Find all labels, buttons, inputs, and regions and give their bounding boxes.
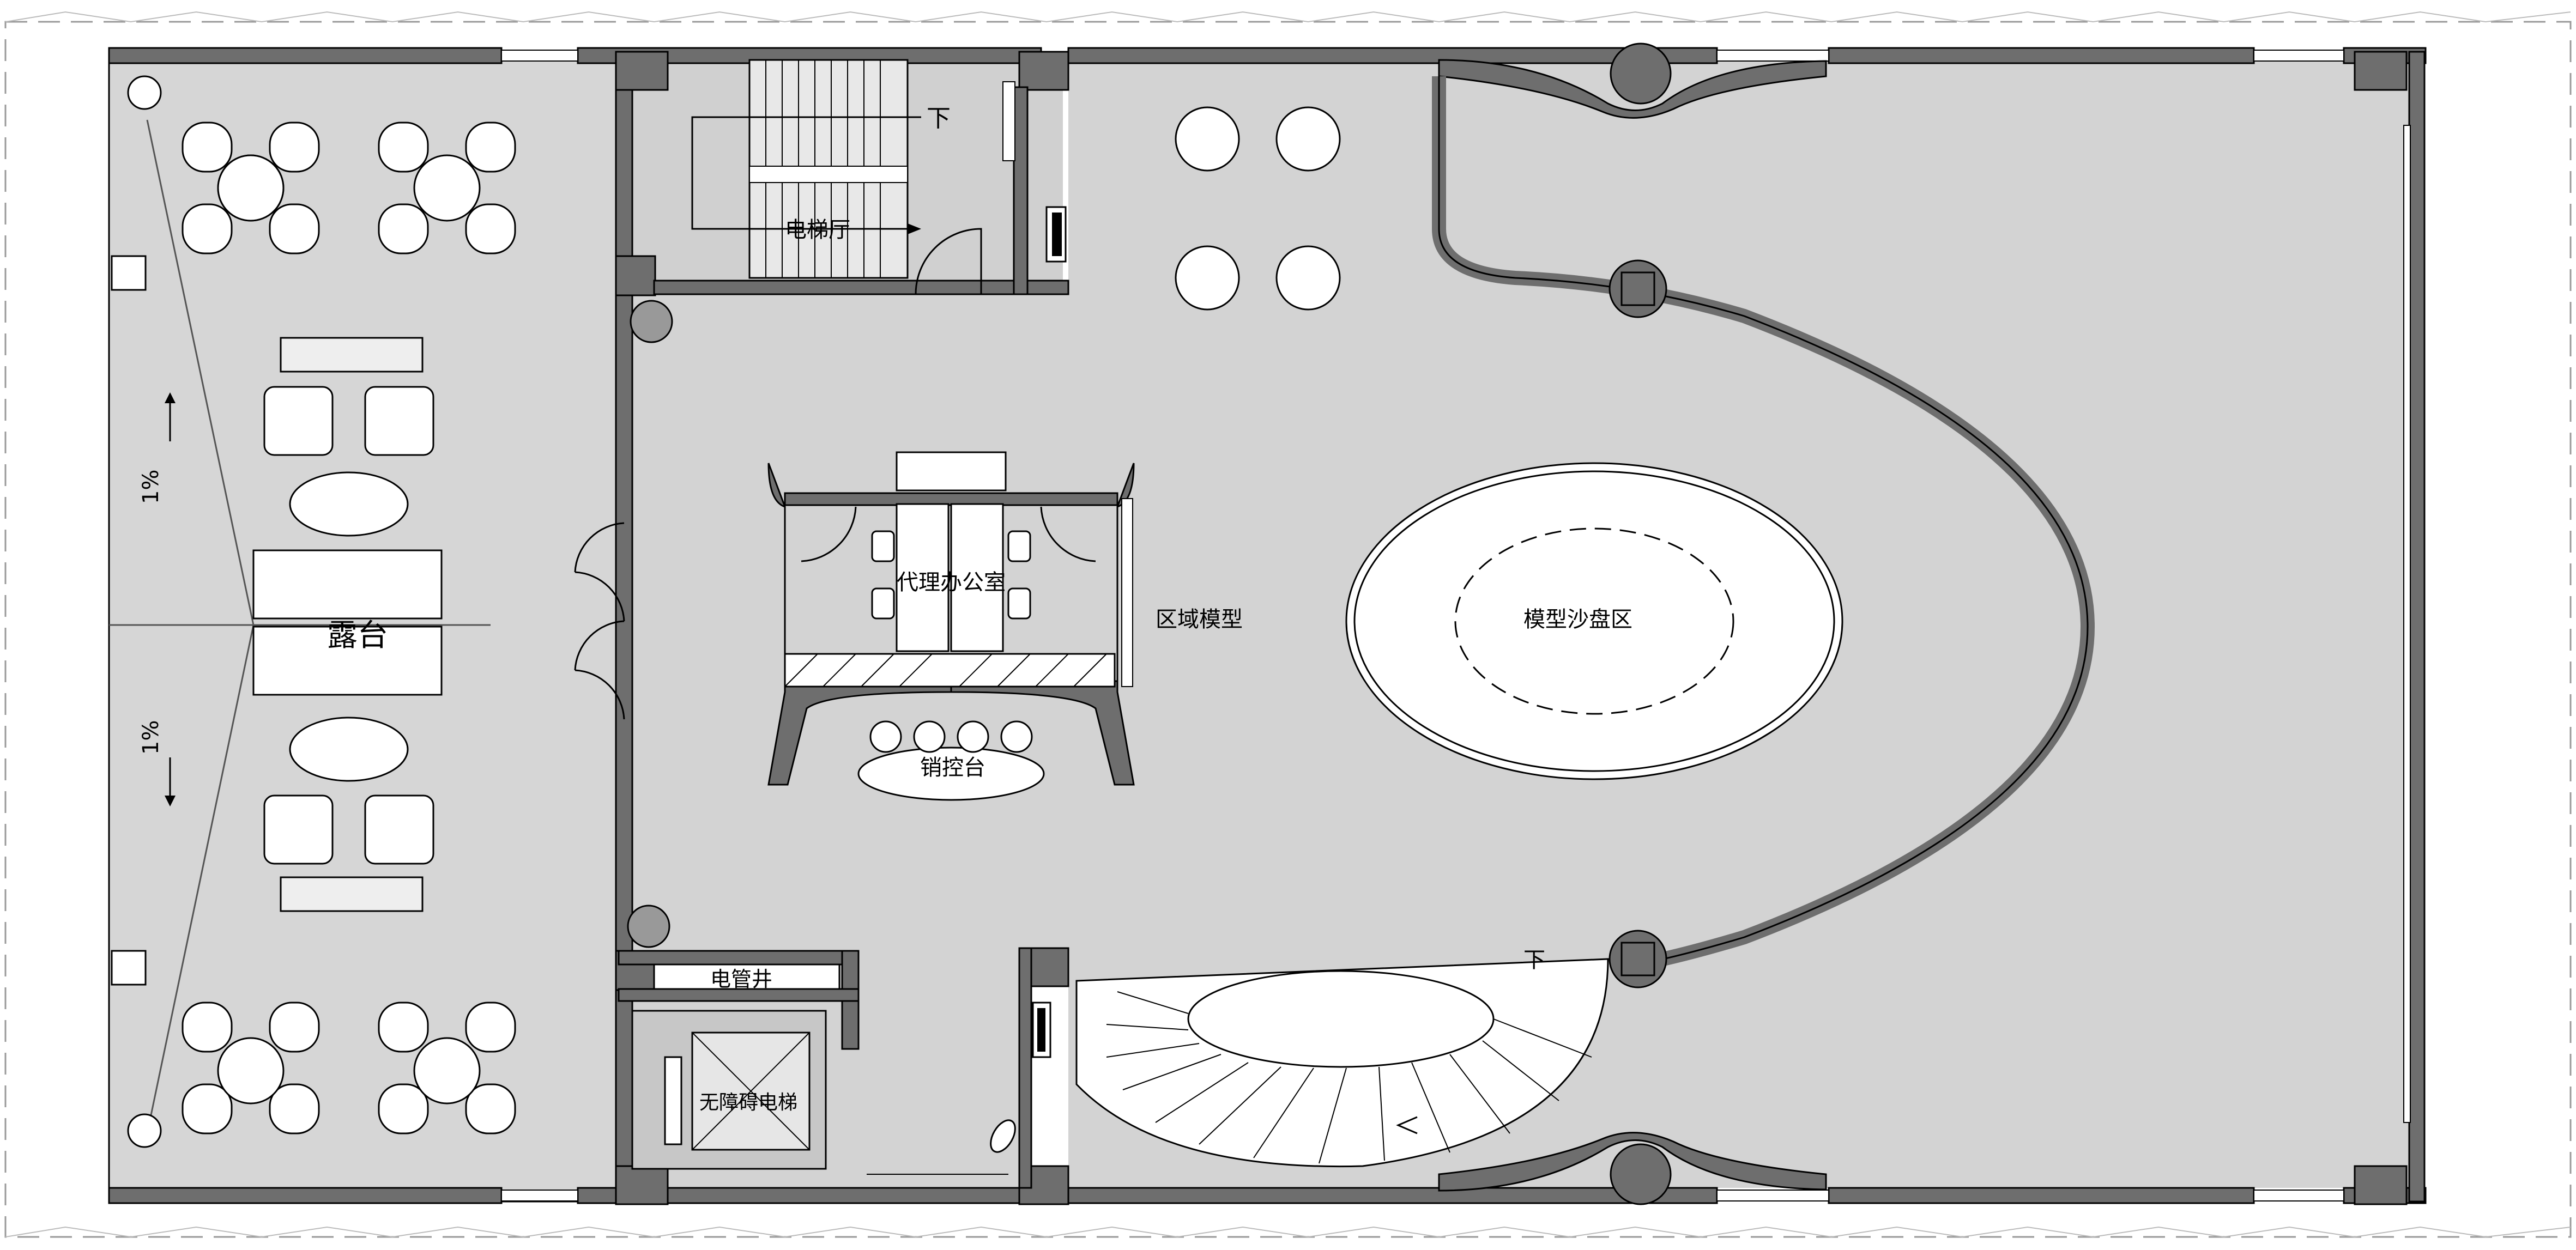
round-table [1175,245,1240,311]
agent-office-label: 代理办公室 [897,570,1006,595]
terrace-label: 露台 [327,618,388,653]
terrace-table-set-tr [378,122,516,254]
round-table [1175,106,1240,172]
zigzag-edges [5,11,2571,1238]
windows [501,50,2411,1202]
slope-label-bottom: 1% [138,720,164,755]
plants [127,75,673,1148]
area-model-label: 区域模型 [1156,607,1243,632]
round-tables [1175,106,1341,311]
elevator-hall-label: 电梯厅 [785,217,850,242]
slope-label-top: 1% [138,470,164,504]
curved-facade-top [1438,43,1827,1205]
exterior-walls [108,47,2427,1205]
spiral-staircase: 下 [1075,948,1609,1168]
terrace-lounge: 露台 1% 1% [138,337,443,912]
agent-office: 代理办公室 [767,451,1135,786]
sandbox-zone-label: 模型沙盘区 [1523,607,1632,632]
round-table [1275,245,1341,311]
cable-shaft-label: 电管井 [710,967,772,991]
entrance-doors [574,522,625,720]
elevator-hall: 下 电梯厅 [653,59,1069,295]
curved-glass-wall [1432,76,2095,988]
terrace-table-set-br [378,1002,516,1134]
terrace-table-set-tl [182,122,320,254]
sales-desk: 销控台 [857,720,1045,801]
sandbox-model: 模型沙盘区 [1345,462,1843,780]
service-core: 电管井 无障碍电梯 [618,947,1069,1189]
sales-desk-label: 销控台 [920,755,985,780]
stair-down-label-top: 下 [927,105,951,132]
round-table [1275,106,1341,172]
terrace-table-set-bl [182,1002,320,1134]
stair-down-label-spiral: 下 [1523,948,1545,973]
outer-boundary [4,21,2572,1238]
accessible-elevator-label: 无障碍电梯 [699,1091,797,1114]
